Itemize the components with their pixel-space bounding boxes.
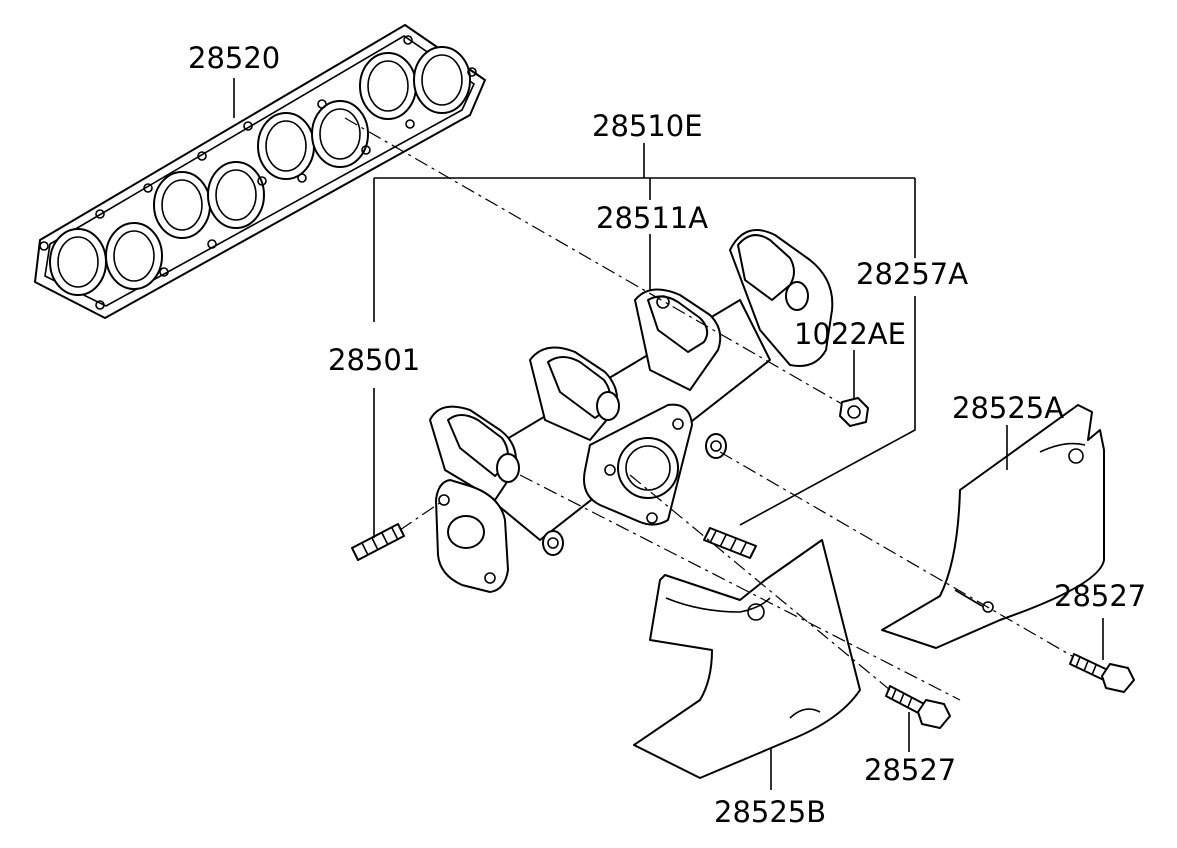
label-28510e: 28510E — [592, 109, 703, 143]
label-1022ae: 1022AE — [794, 317, 906, 351]
leader-lines — [233, 78, 1104, 790]
gasket-part — [34, 24, 486, 319]
label-28257a: 28257A — [856, 257, 968, 291]
label-28527-upper: 28527 — [1054, 579, 1146, 613]
label-28527-lower: 28527 — [864, 753, 956, 787]
bolt-lower-part — [885, 685, 951, 729]
heat-protector-upper-part — [881, 404, 1105, 649]
label-28520: 28520 — [188, 41, 280, 75]
exhaust-manifold-part — [429, 229, 834, 593]
heat-protector-lower-part — [633, 539, 861, 779]
bolt-upper-part — [1069, 653, 1135, 693]
center-lines — [344, 117, 1073, 701]
stud-left-part — [351, 523, 405, 561]
stud-right-part — [703, 527, 757, 559]
label-28511a: 28511A — [596, 201, 708, 235]
label-28501: 28501 — [328, 343, 420, 377]
label-28525a: 28525A — [952, 391, 1064, 425]
label-28525b: 28525B — [714, 795, 826, 829]
nut-part — [839, 397, 869, 427]
